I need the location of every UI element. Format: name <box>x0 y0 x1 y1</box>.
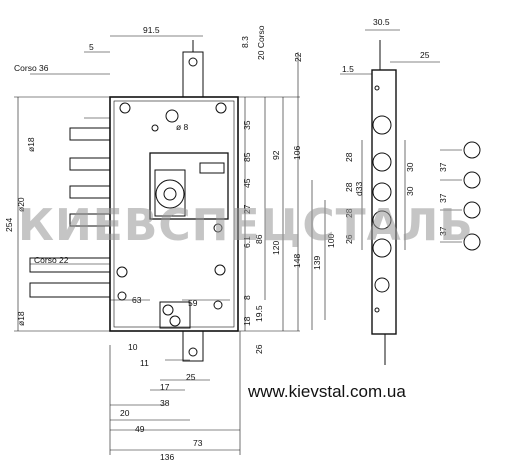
dim-19-5: 19.5 <box>254 305 264 322</box>
dim-37-b: 37 <box>438 193 448 203</box>
dim-136: 136 <box>160 452 174 462</box>
website-link[interactable]: www.kievstal.com.ua <box>248 382 406 401</box>
dim-18-right: 18 <box>242 316 252 326</box>
dim-22-top: 22 <box>293 52 303 62</box>
dim-45: 45 <box>242 178 252 188</box>
dim-6-1: 6.1 <box>242 236 252 248</box>
cylinder-module <box>149 152 229 220</box>
dim-25-bottom: 25 <box>186 372 196 382</box>
dim-120: 120 <box>271 241 281 255</box>
dim-corso-36: Corso 36 <box>14 63 49 73</box>
dim-8-3: 8.3 <box>240 36 250 48</box>
bottom-bolt-plate <box>182 330 204 362</box>
dim-91-5: 91.5 <box>143 25 160 35</box>
dimension-lines <box>14 35 300 455</box>
dim-diam-18-b: ø18 <box>16 311 26 326</box>
dim-38: 38 <box>160 398 170 408</box>
dim-8-bottom: 8 <box>242 295 252 300</box>
dim-20-corso: 20 Corso <box>256 25 266 60</box>
dim-49: 49 <box>135 424 145 434</box>
dim-59: 59 <box>188 298 198 308</box>
dim-148: 148 <box>292 254 302 268</box>
dim-26: 26 <box>254 344 264 354</box>
dim-27: 27 <box>242 204 252 214</box>
side-view <box>311 29 440 365</box>
dim-20-bottom: 20 <box>120 408 130 418</box>
dim-254: 254 <box>4 218 14 232</box>
dim-5-top: 5 <box>89 42 94 52</box>
dim-35: 35 <box>242 120 252 130</box>
dim-73: 73 <box>193 438 203 448</box>
dim-30-a: 30 <box>405 162 415 172</box>
screw-heads-pattern <box>440 141 481 251</box>
dim-86: 86 <box>254 234 264 244</box>
dim-11: 11 <box>140 358 149 368</box>
dim-17: 17 <box>160 382 170 392</box>
dim-25-side: 25 <box>420 50 430 60</box>
dim-63: 63 <box>132 295 142 305</box>
dim-85: 85 <box>242 152 252 162</box>
lock-body <box>109 96 239 332</box>
dim-28-c: 28 <box>344 208 354 218</box>
body-screws <box>116 102 227 327</box>
dim-28-a: 28 <box>344 152 354 162</box>
dim-28-b: 28 <box>344 182 354 192</box>
top-bolt-plate <box>182 51 204 98</box>
dim-30-5: 30.5 <box>373 17 390 27</box>
top-bolt-hole <box>188 57 198 67</box>
dim-139: 139 <box>312 256 322 270</box>
dim-d33: d33 <box>354 182 364 196</box>
dim-106: 106 <box>292 146 302 160</box>
dim-37-c: 37 <box>438 226 448 236</box>
lock-body-inner <box>113 100 235 328</box>
dim-diam-8: ø 8 <box>176 122 189 132</box>
dim-37-a: 37 <box>438 162 448 172</box>
dim-diam-20: ø20 <box>16 197 26 212</box>
dim-diam-18-a: ø18 <box>26 137 36 152</box>
dim-1-5: 1.5 <box>342 64 354 74</box>
dim-100: 100 <box>326 234 336 248</box>
dim-10: 10 <box>128 342 138 352</box>
dim-92: 92 <box>271 150 281 160</box>
dim-30-b: 30 <box>405 186 415 196</box>
dim-corso-22: Corso 22 <box>34 255 69 265</box>
dimension-labels: 91.5 5 8.3 20 Corso 22 Corso 36 ø18 254 … <box>4 17 448 462</box>
dim-26-side: 26 <box>344 234 354 244</box>
left-bolts <box>29 127 111 298</box>
